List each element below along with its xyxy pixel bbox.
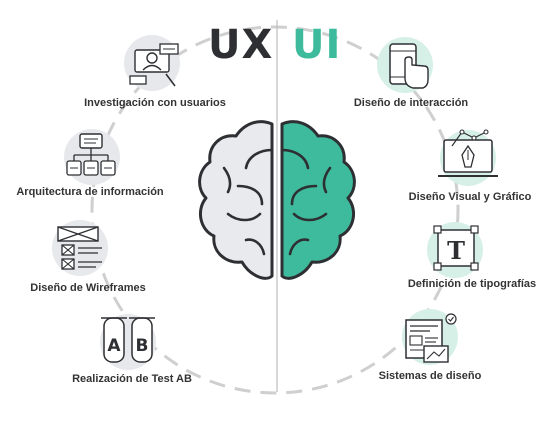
label-information-architecture: Arquitectura de información	[16, 186, 164, 198]
ui-title: UI	[292, 22, 342, 68]
label-design-systems: Sistemas de diseño	[378, 370, 482, 382]
sitemap-icon	[64, 129, 120, 185]
pen-tool-screen-icon	[438, 129, 498, 186]
typography-letter-t: T	[447, 236, 465, 265]
typography-icon: T	[427, 222, 483, 278]
ab-test-tubes-icon: A B	[100, 314, 156, 370]
label-visual-graphic-design: Diseño Visual y Gráfico	[408, 191, 532, 203]
label-typography: Definición de tipografías	[407, 278, 537, 290]
ab-letter-a: A	[107, 336, 121, 356]
touch-phone-icon	[377, 37, 433, 93]
dashed-ring	[90, 25, 460, 395]
ab-letter-b: B	[136, 336, 149, 356]
label-user-research: Investigación con usuarios	[84, 97, 226, 109]
label-interaction-design: Diseño de interacción	[353, 97, 469, 109]
label-ab-test: Realización de Test AB	[72, 373, 192, 385]
wireframe-icon	[52, 220, 108, 276]
brain-illustration	[198, 120, 356, 280]
ux-title: UX	[208, 22, 274, 68]
design-system-icon	[402, 309, 458, 365]
user-research-icon	[124, 35, 180, 91]
label-wireframes: Diseño de Wireframes	[30, 282, 146, 294]
